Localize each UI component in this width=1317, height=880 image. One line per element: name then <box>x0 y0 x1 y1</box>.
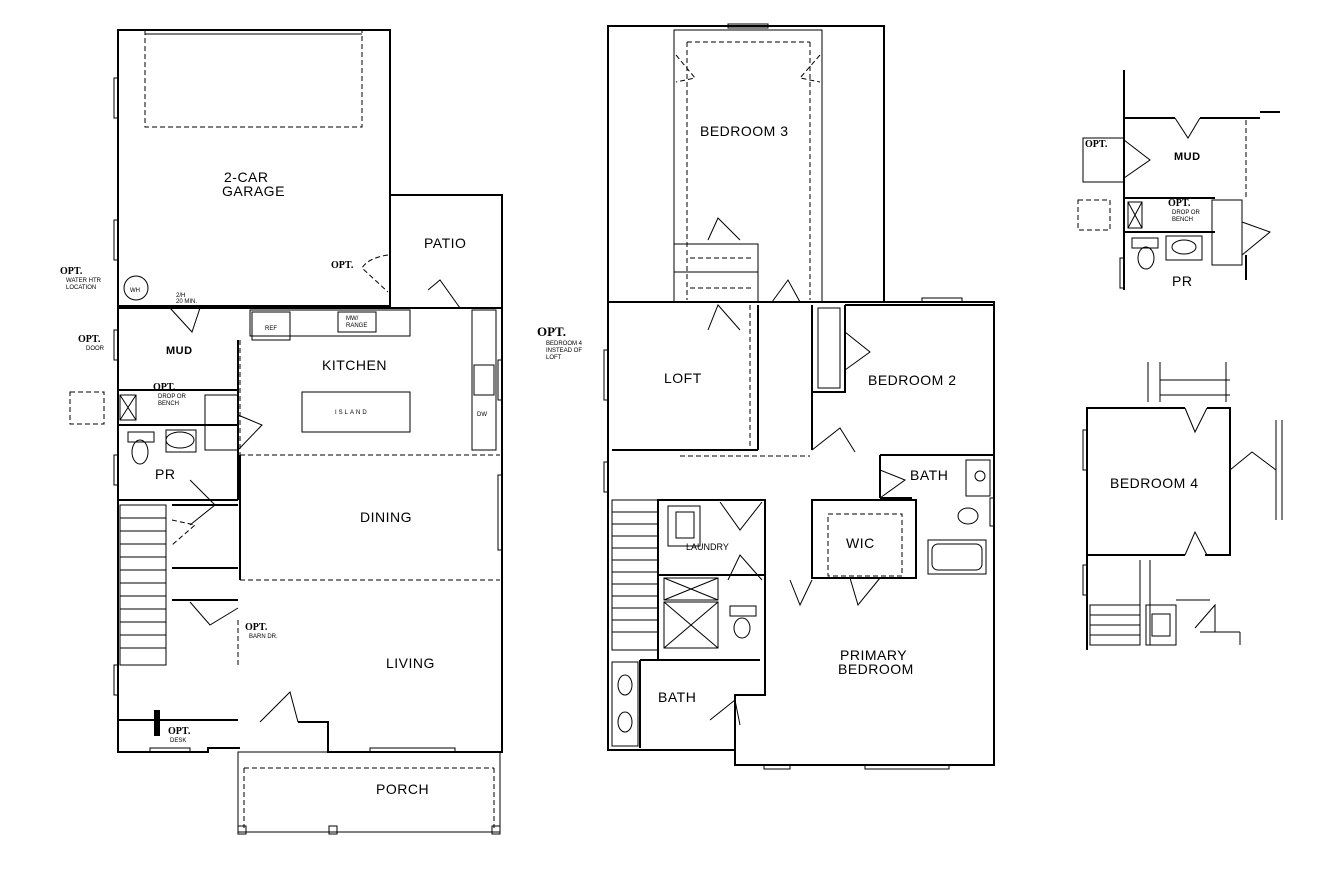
sink-counter <box>471 309 497 451</box>
front-door-icon <box>259 691 299 723</box>
kitchen-counter <box>249 309 411 337</box>
ref-label: REF <box>265 326 277 332</box>
kitchen-label: KITCHEN <box>322 357 387 373</box>
opt-detail-drop-line-1: DROP OR <box>1172 210 1201 216</box>
opt-drop: OPT. <box>153 382 176 393</box>
living-label: LIVING <box>386 655 435 671</box>
bedroom3-label: BEDROOM 3 <box>700 123 789 139</box>
opt-detail-left: OPT. <box>1085 139 1108 150</box>
opt-desk: OPT. <box>168 726 191 737</box>
bath-upper-label: BATH <box>910 467 948 483</box>
opt-bedroom4: OPT. <box>537 324 566 339</box>
opt-box-left <box>1082 137 1125 183</box>
desk-marker <box>154 710 160 736</box>
upper-stairs <box>611 499 659 651</box>
opt-bedroom4-line-1: BEDROOM 4 <box>546 341 583 347</box>
shower-icon <box>663 601 719 649</box>
water-heater-icon <box>123 275 149 301</box>
primary-label-2: BEDROOM <box>838 661 914 677</box>
opt-drop-line-1: DROP OR <box>158 394 187 400</box>
garage-door-swing-dashed <box>361 254 389 293</box>
opt-detail-drop: OPT. <box>1168 198 1191 209</box>
primary-label-1: PRIMARY <box>840 647 907 663</box>
pr-label: PR <box>155 466 175 482</box>
bathtub-icon <box>927 539 987 575</box>
toilet-icon <box>127 431 155 443</box>
wh-label: WH <box>130 288 140 294</box>
kitchen-island <box>301 391 411 433</box>
bench-icon <box>119 394 137 421</box>
opt-detail-drop-line-2: BENCH <box>1172 217 1193 223</box>
stair-treads <box>120 517 166 649</box>
mw-label: MW/ <box>346 316 359 322</box>
closet-door-icon <box>189 479 216 526</box>
mud-label: MUD <box>166 345 193 357</box>
opt-drop-line-2: BENCH <box>158 401 179 407</box>
porch-outline <box>237 751 501 833</box>
water-htr-line-2: LOCATION <box>66 285 96 291</box>
opt-garage: OPT. <box>331 260 354 271</box>
bedroom2-label: BEDROOM 2 <box>868 372 957 388</box>
porch-label: PORCH <box>376 781 429 797</box>
garage-walls <box>117 29 391 307</box>
pantry-door-icon <box>237 414 263 451</box>
wic-label: WIC <box>846 535 875 551</box>
refrigerator-icon <box>251 311 291 341</box>
washer-icon <box>667 505 701 547</box>
mud-detail-label: MUD <box>1174 151 1201 163</box>
bedroom4-option-detail: BEDROOM 4 <box>1082 362 1283 650</box>
bath-lower-label: BATH <box>658 689 696 705</box>
pr-detail-label: PR <box>1172 273 1192 289</box>
upper-stair-treads <box>612 511 658 633</box>
loft-label: LOFT <box>664 370 702 386</box>
two-hr-label-2: 20 MIN. <box>176 299 197 305</box>
opt-bedroom4-line-2: INSTEAD OF <box>546 348 582 354</box>
garage-label-1: 2-CAR <box>224 169 269 185</box>
opt-water-htr: OPT. <box>60 266 83 277</box>
garage-door-dashed <box>144 30 363 128</box>
bedroom3-door-icon <box>707 217 741 241</box>
patio-label: PATIO <box>424 235 466 251</box>
stairs <box>119 504 167 666</box>
dining-label: DINING <box>360 509 412 525</box>
bedroom4-door-icon <box>1184 407 1208 434</box>
opt-barn-line: BARN DR. <box>249 634 278 640</box>
laundry-label: LAUNDRY <box>686 542 729 552</box>
two-hr-label-1: 2/H <box>176 293 185 299</box>
mud-door-icon <box>169 307 201 333</box>
sink-icon <box>165 431 195 449</box>
second-floor-plan: BEDROOM 3 LOFT BEDROOM 2 BATH WIC LAUNDR… <box>537 23 995 770</box>
bedroom4-label: BEDROOM 4 <box>1110 475 1199 491</box>
opt-barn: OPT. <box>245 622 268 633</box>
dw-label: DW <box>477 412 487 418</box>
water-htr-line-1: WATER HTR <box>66 278 102 284</box>
first-floor-plan: 2-CAR GARAGE PATIO MUD KITCHEN ISLAND PR… <box>60 29 503 835</box>
opt-door-line: DOOR <box>86 346 105 352</box>
range-icon <box>337 311 377 333</box>
mud-option-detail: MUD PR OPT. OPT. DROP OR BENCH <box>1077 70 1280 290</box>
opt-door: OPT. <box>78 334 101 345</box>
garage-label-2: GARAGE <box>222 183 285 199</box>
patio-door-icon <box>427 279 461 309</box>
kitchen-sink-icon <box>473 364 495 396</box>
range-label: RANGE <box>346 323 367 329</box>
island-label: ISLAND <box>335 410 369 416</box>
opt-desk-line: DESK <box>170 738 186 744</box>
mud-detail-door-icon <box>1174 117 1201 139</box>
opt-bedroom4-line-3: LOFT <box>546 355 562 361</box>
optional-door-box <box>69 391 105 425</box>
